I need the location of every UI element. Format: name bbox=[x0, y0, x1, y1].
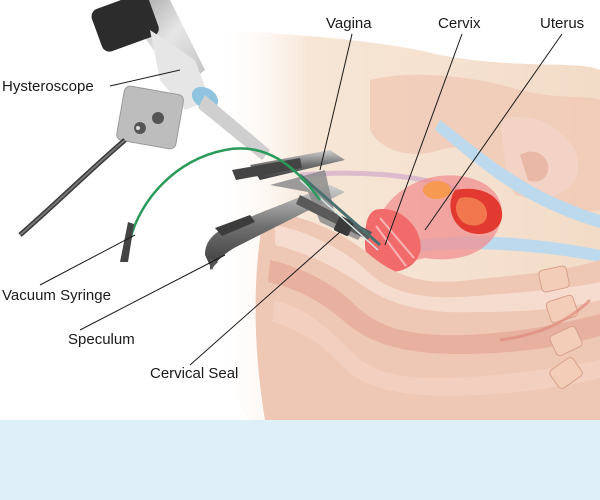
hysteroscope-instrument bbox=[18, 0, 270, 237]
label-hysteroscope: Hysteroscope bbox=[2, 78, 94, 95]
label-vagina: Vagina bbox=[326, 15, 372, 32]
leader-lines bbox=[39, 33, 563, 366]
bottom-band bbox=[0, 420, 600, 500]
label-cervical-seal: Cervical Seal bbox=[150, 365, 239, 382]
blue-vessel-band bbox=[435, 120, 600, 228]
vacuum-tube bbox=[128, 147, 322, 241]
label-cervix: Cervix bbox=[438, 15, 481, 32]
label-vacuum-syringe: Vacuum Syringe bbox=[2, 287, 111, 304]
cervical-seal-part bbox=[334, 216, 354, 236]
anatomy-illustration bbox=[18, 0, 600, 420]
syringe-tip bbox=[120, 222, 134, 262]
cervix-shape bbox=[365, 209, 421, 272]
label-speculum: Speculum bbox=[68, 331, 135, 348]
label-uterus: Uterus bbox=[540, 15, 585, 32]
